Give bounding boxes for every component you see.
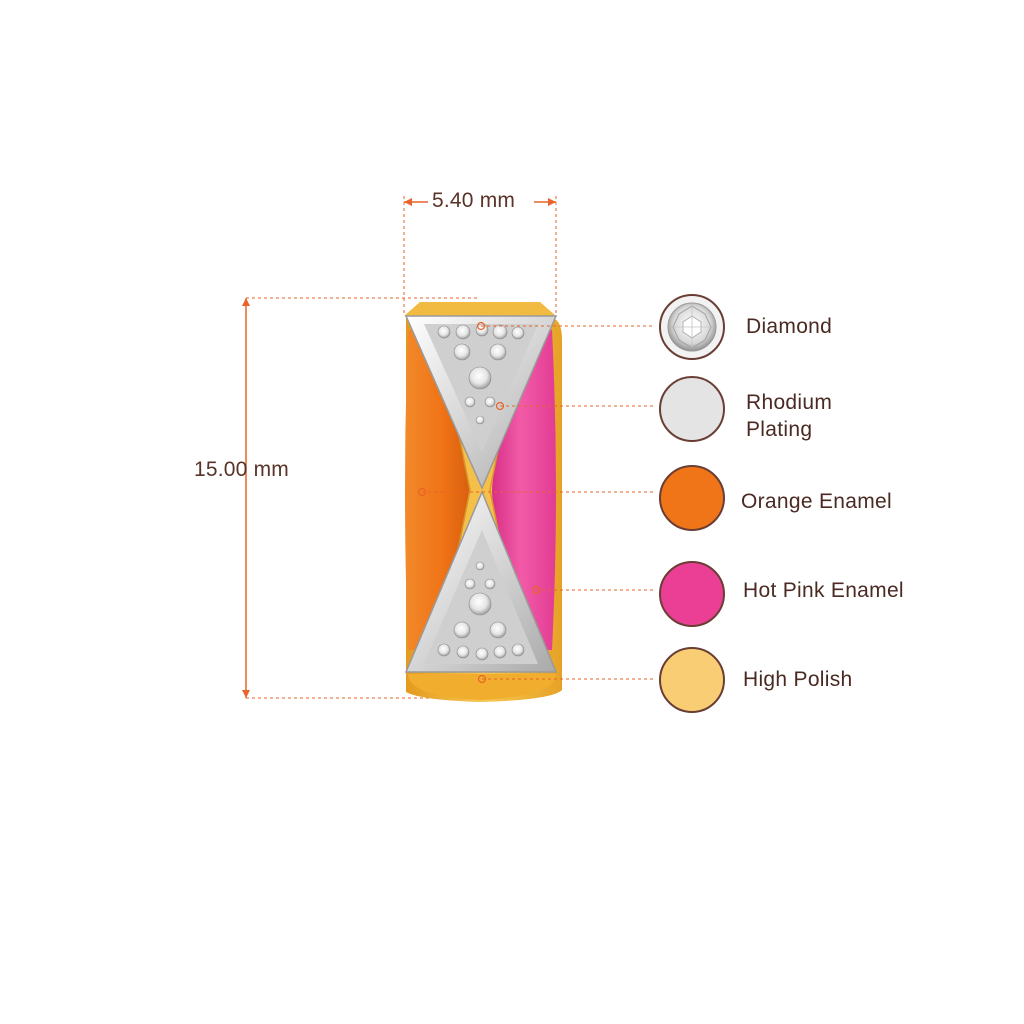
legend-label-hot-pink-enamel: Hot Pink Enamel <box>743 579 904 602</box>
width-arrow-left <box>404 198 412 206</box>
gold-top-lip <box>404 302 556 316</box>
gem <box>492 324 508 340</box>
gem <box>489 621 507 639</box>
gem <box>455 324 471 340</box>
pink-enamel-swatch-icon <box>659 561 725 627</box>
leader-dots <box>417 321 541 684</box>
orange-enamel-swatch-icon <box>659 465 725 531</box>
gem <box>475 415 485 425</box>
gem <box>468 592 492 616</box>
diamond-swatch-icon <box>659 294 725 360</box>
gem <box>453 621 471 639</box>
width-dimension <box>403 196 557 316</box>
gem <box>475 323 489 337</box>
gem <box>493 645 507 659</box>
bottom-diamonds <box>437 561 525 661</box>
legend-label-diamond: Diamond <box>746 315 833 338</box>
top-diamonds <box>437 323 525 425</box>
gem <box>464 578 476 590</box>
legend-label-orange-enamel: Orange Enamel <box>741 490 892 513</box>
leader-lines <box>422 325 654 680</box>
gem <box>456 645 470 659</box>
gem <box>475 647 489 661</box>
leader-dot-pink <box>531 585 541 595</box>
leader-dot-diamond <box>476 321 486 331</box>
gem <box>511 643 525 657</box>
leader-dot-orange <box>417 487 427 497</box>
gem <box>468 366 492 390</box>
gem <box>484 578 496 590</box>
gold-swatch-icon <box>659 647 725 713</box>
gem <box>489 343 507 361</box>
leader-dot-rhodium <box>495 401 505 411</box>
gem <box>511 326 525 340</box>
earring-illustration <box>404 302 562 702</box>
gold-bottom-band <box>408 674 556 700</box>
height-dimension <box>242 297 480 699</box>
leader-dot-gold <box>477 674 487 684</box>
height-arrow-bottom <box>242 690 250 698</box>
legend-label-high-polish: High Polish <box>743 668 853 691</box>
height-label: 15.00 mm <box>194 458 289 481</box>
gem <box>484 396 496 408</box>
height-arrow-top <box>242 298 250 306</box>
rhodium-swatch-icon <box>659 376 725 442</box>
gem <box>437 643 451 657</box>
gem <box>475 561 485 571</box>
gem <box>437 325 451 339</box>
width-label: 5.40 mm <box>432 189 516 212</box>
diamond-facet-icon <box>667 302 717 352</box>
gem <box>453 343 471 361</box>
width-arrow-right <box>548 198 556 206</box>
gem <box>464 396 476 408</box>
legend-label-rhodium: Rhodium Plating <box>746 391 833 441</box>
